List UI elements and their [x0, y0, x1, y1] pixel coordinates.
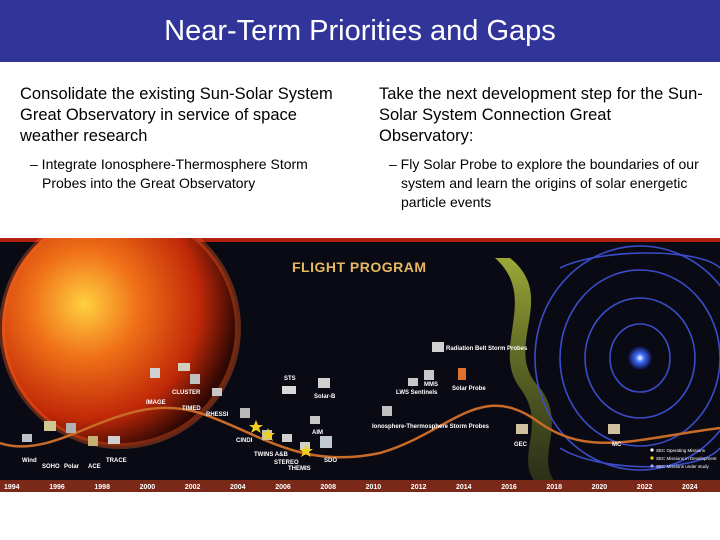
- flight-program-banner: FLIGHT PROGRAM: [292, 259, 427, 275]
- left-sub-bullet: – Integrate Ionosphere-Thermosphere Stor…: [30, 156, 308, 191]
- right-lead-text: Take the next development step for the S…: [379, 85, 703, 145]
- year-label: 1994: [4, 484, 20, 491]
- spacecraft-mms-icon: [424, 370, 434, 380]
- slide-title: Near-Term Priorities and Gaps: [164, 14, 556, 47]
- label-mc: MC: [612, 442, 622, 448]
- label-themis: THEMIS: [288, 466, 311, 472]
- spacecraft-gec-icon: [516, 424, 528, 434]
- label-stereo: STEREO: [274, 460, 299, 466]
- year-label: 2010: [366, 484, 382, 491]
- year-label: 2022: [637, 484, 653, 491]
- year-labels: 1994 1996 1998 2000 2002 2004 2006 2008 2010 2012…: [4, 484, 698, 491]
- solar-wind-stream: [495, 258, 560, 488]
- spacecraft-itsp-icon: [382, 406, 392, 416]
- year-label: 2006: [275, 484, 291, 491]
- title-bar: Near-Term Priorities and Gaps: [0, 0, 720, 62]
- magnetosphere-field-lines: [534, 245, 720, 471]
- spacecraft-sts-icon: [282, 386, 296, 394]
- solar-cycle-curve: [0, 404, 720, 459]
- spacecraft-rbsp-icon: [432, 342, 444, 352]
- legend-development: SEC Missions in Development: [656, 456, 717, 461]
- year-label: 2000: [140, 484, 156, 491]
- left-column: Consolidate the existing Sun-Solar Syste…: [20, 84, 350, 193]
- label-trace: TRACE: [106, 458, 127, 464]
- label-solarprobe: Solar Probe: [452, 386, 486, 392]
- label-itsp-text: Ionosphere-Thermosphere Storm Probes: [372, 424, 490, 430]
- label-lws: LWS Sentinels: [396, 390, 438, 396]
- label-cluster: CLUSTER: [172, 390, 201, 396]
- label-image: IMAGE: [146, 400, 166, 406]
- label-aim: AIM: [312, 430, 323, 436]
- label-sdo: SDO: [324, 458, 337, 464]
- left-lead-text: Consolidate the existing Sun-Solar Syste…: [20, 85, 333, 145]
- spacecraft-cluster-icon: [178, 363, 190, 371]
- spacecraft-markers: [22, 342, 620, 450]
- figure-legend: SEC Operating Missions SEC Missions in D…: [650, 448, 717, 469]
- label-gec: GEC: [514, 442, 528, 448]
- earth-icon: [628, 346, 652, 370]
- year-strip: [0, 480, 720, 492]
- year-label: 2004: [230, 484, 246, 491]
- spacecraft-solarprobe-icon: [458, 368, 466, 380]
- spacecraft-timed-icon: [190, 374, 200, 384]
- right-column: Take the next development step for the S…: [379, 84, 709, 212]
- spacecraft-sdo-icon: [320, 436, 332, 448]
- label-wind: Wind: [22, 458, 37, 464]
- spacecraft-image-icon: [150, 368, 160, 378]
- label-mms: MMS: [424, 382, 438, 388]
- label-soho: SOHO: [42, 464, 60, 470]
- legend-operating: SEC Operating Missions: [656, 448, 706, 453]
- year-label: 2016: [501, 484, 517, 491]
- year-label: 2024: [682, 484, 698, 491]
- spacecraft-stereo-icon: [282, 434, 292, 442]
- label-solarb: Solar-B: [314, 394, 336, 400]
- legend-study: SEC Missions under study: [656, 464, 710, 469]
- flight-program-graphic: FLIGHT PROGRAM: [0, 238, 720, 492]
- label-rhessi: RHESSI: [206, 412, 229, 418]
- flight-program-figure: FLIGHT PROGRAM: [0, 238, 720, 492]
- spacecraft-trace-icon: [108, 436, 120, 444]
- star-marker: [299, 444, 313, 457]
- star-marker: [249, 420, 263, 433]
- year-label: 2012: [411, 484, 427, 491]
- label-timed: TIMED: [182, 406, 201, 412]
- label-twins: TWINS A&B: [254, 452, 288, 458]
- label-ace: ACE: [88, 464, 101, 470]
- spacecraft-rhessi-icon: [212, 388, 222, 396]
- year-label: 1998: [94, 484, 110, 491]
- year-label: 2014: [456, 484, 472, 491]
- year-label: 2008: [320, 484, 336, 491]
- spacecraft-cindi-icon: [240, 408, 250, 418]
- year-label: 2020: [592, 484, 608, 491]
- star-marker: [261, 428, 275, 441]
- spacecraft-ace-icon: [88, 436, 98, 446]
- sun-image: [2, 238, 238, 446]
- label-sts: STS: [284, 376, 296, 382]
- year-label: 2002: [185, 484, 201, 491]
- spacecraft-solarb-icon: [318, 378, 330, 388]
- spacecraft-themis-icon: [300, 442, 310, 450]
- label-itsp: Ionosphere-Thermosphere Storm Probes: [372, 424, 490, 430]
- year-label: 1996: [49, 484, 65, 491]
- spacecraft-lws-icon: [408, 378, 418, 386]
- spacecraft-mc-icon: [608, 424, 620, 434]
- label-polar: Polar: [64, 464, 80, 470]
- right-sub-bullet: – Fly Solar Probe to explore the boundar…: [389, 156, 699, 210]
- label-rbsp: Radiation Belt Storm Probes: [446, 346, 528, 352]
- spacecraft-polar-icon: [66, 423, 76, 433]
- spacecraft-wind-icon: [22, 434, 32, 442]
- spacecraft-aim-icon: [310, 416, 320, 424]
- development-stars: [249, 420, 313, 457]
- spacecraft-soho-icon: [44, 421, 56, 431]
- label-cindi: CINDI: [236, 438, 253, 444]
- year-label: 2018: [546, 484, 562, 491]
